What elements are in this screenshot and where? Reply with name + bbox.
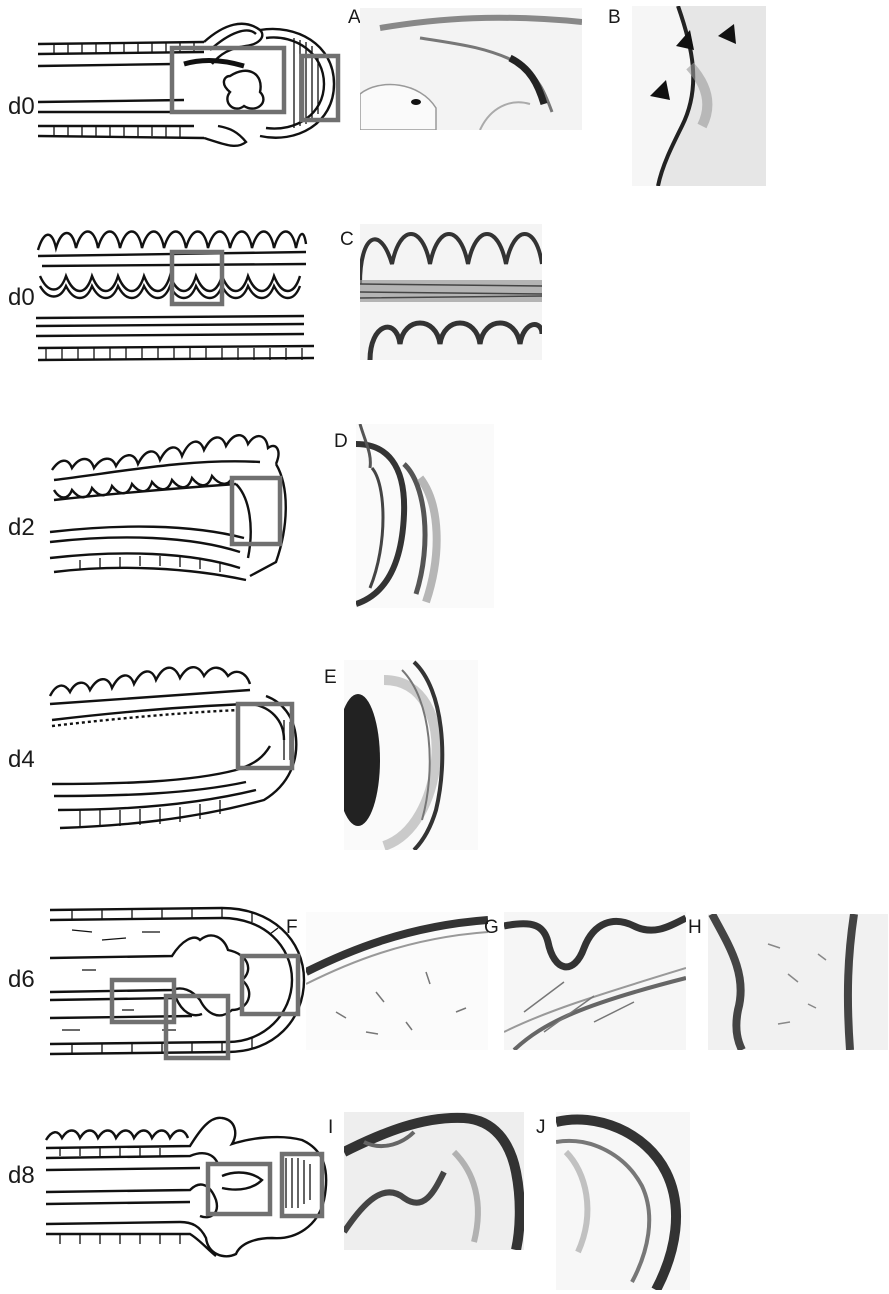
panel-label-B: B (608, 8, 621, 27)
day-label-row3: d2 (8, 516, 35, 540)
micrograph-I (344, 1112, 524, 1250)
day-label-row6: d8 (8, 1164, 35, 1188)
day-label-row2: d0 (8, 286, 35, 310)
sketch-d6-intestine-end (42, 900, 306, 1062)
panel-label-F: F (286, 918, 298, 937)
sketch-d0-villi (34, 220, 318, 364)
sketch-d2-intestine-end (40, 428, 296, 588)
sketch-d4-intestine-end (40, 660, 300, 836)
micrograph-D (356, 424, 494, 608)
panel-label-H: H (688, 918, 702, 937)
micrograph-A (360, 8, 582, 130)
panel-label-G: G (484, 918, 499, 937)
micrograph-E (344, 660, 478, 850)
day-label-row1: d0 (8, 95, 35, 119)
panel-label-J: J (536, 1118, 546, 1137)
sketch-d0-intestine-end (34, 14, 350, 154)
panel-label-I: I (328, 1118, 333, 1137)
micrograph-F (306, 912, 488, 1050)
panel-label-C: C (340, 230, 354, 249)
panel-label-A: A (348, 8, 361, 27)
micrograph-G (504, 912, 686, 1050)
micrograph-C (360, 224, 542, 360)
micrograph-H (708, 914, 888, 1050)
panel-label-E: E (324, 668, 337, 687)
day-label-row4: d4 (8, 748, 35, 772)
panel-label-D: D (334, 432, 348, 451)
micrograph-B (632, 6, 766, 186)
day-label-row5: d6 (8, 968, 35, 992)
micrograph-J (556, 1112, 690, 1290)
sketch-d8-intestine-end (40, 1110, 330, 1260)
